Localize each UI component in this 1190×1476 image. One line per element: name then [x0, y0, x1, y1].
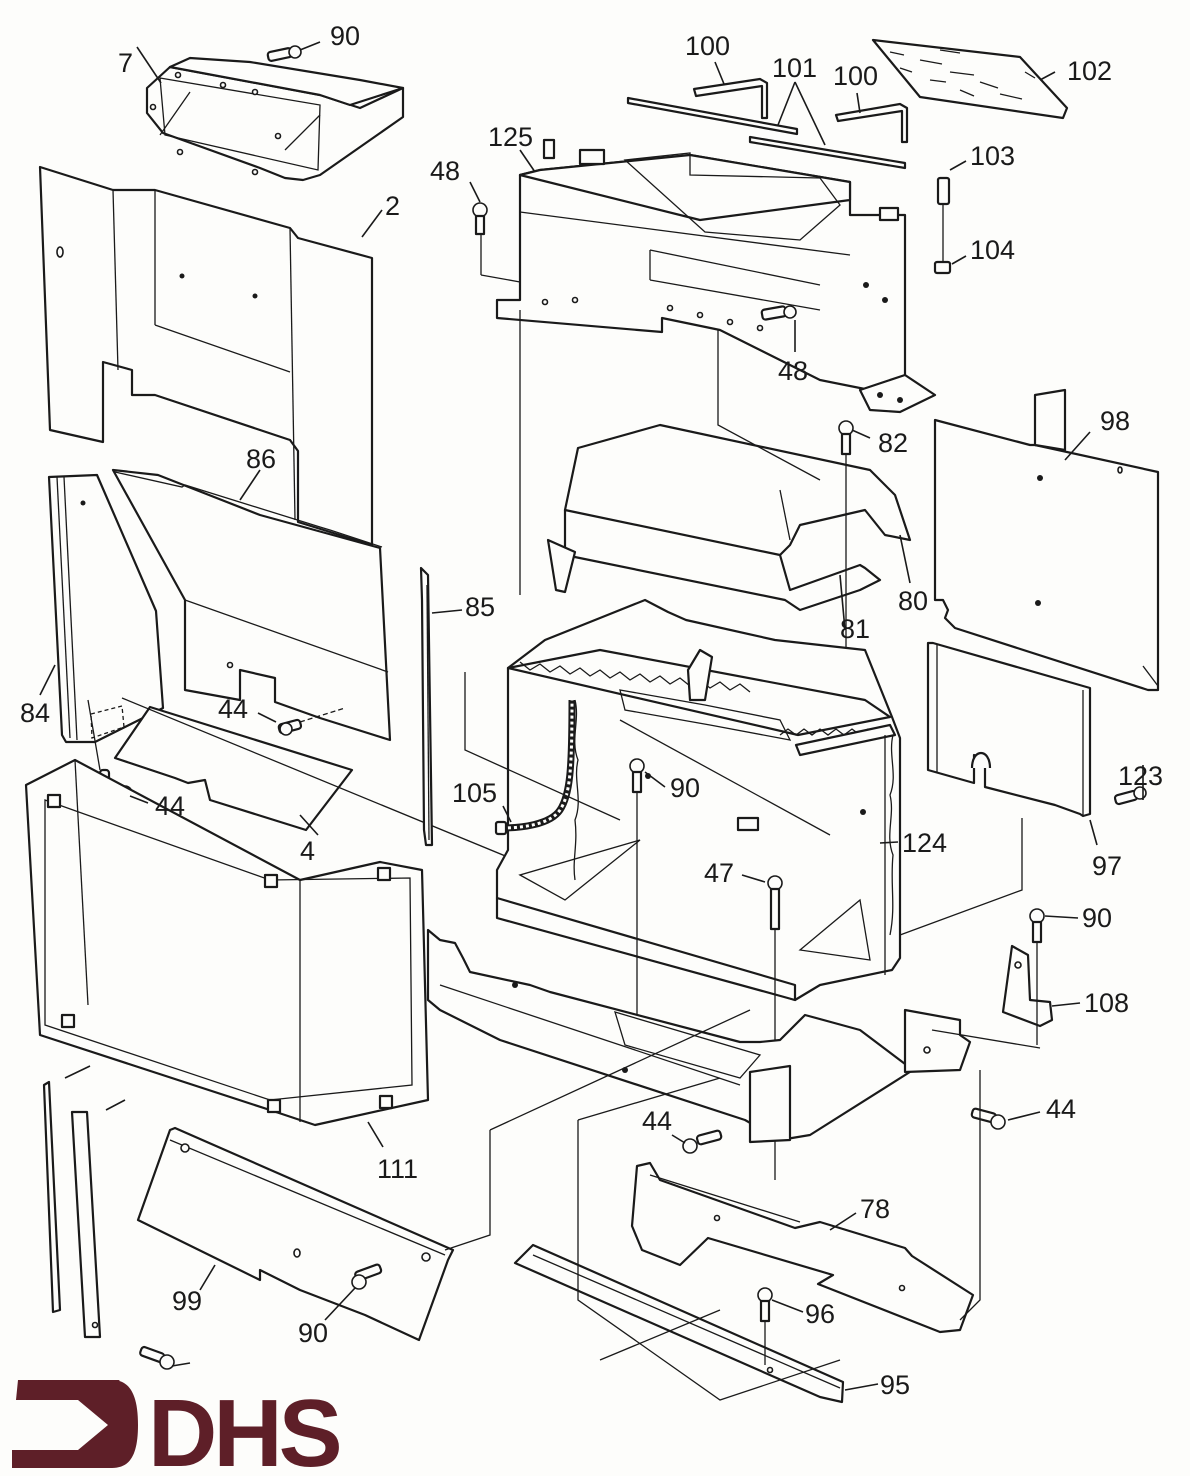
callout-105: 105 [452, 778, 497, 808]
part-left-inner-panel [111, 468, 392, 742]
callout-labels: 7 90 2 48 125 100 101 100 102 103 104 48… [20, 21, 1163, 1400]
part-right-panel [933, 388, 1160, 692]
part-left-side-panel [47, 473, 165, 744]
part-fibre-board [871, 38, 1069, 120]
part-front-frame [24, 758, 430, 1127]
callout-44: 44 [155, 791, 185, 821]
callout-102: 102 [1067, 56, 1112, 86]
assembly-guide-lines [444, 330, 1041, 1401]
screw-90-trim [351, 1263, 383, 1290]
screw-82 [838, 420, 854, 680]
callout-4: 4 [300, 836, 315, 866]
callout-2: 2 [385, 191, 400, 221]
callout-100: 100 [685, 31, 730, 61]
part-lower-trim [136, 1126, 455, 1342]
callout-104: 104 [970, 235, 1015, 265]
callout-95: 95 [880, 1370, 910, 1400]
callout-84: 84 [20, 698, 50, 728]
callout-80: 80 [898, 586, 928, 616]
callout-48: 48 [778, 356, 808, 386]
callout-125: 125 [488, 122, 533, 152]
callout-90: 90 [1082, 903, 1112, 933]
callout-99: 99 [172, 1286, 202, 1316]
callout-98: 98 [1100, 406, 1130, 436]
callout-108: 108 [1084, 988, 1129, 1018]
part-right-inner-panel [926, 641, 1092, 818]
callout-7: 7 [118, 48, 133, 78]
part-rear-panel [38, 165, 374, 547]
callout-124: 124 [902, 828, 947, 858]
part-burner-tray [630, 1161, 975, 1334]
part-side-strips [42, 1080, 175, 1370]
callout-97: 97 [1092, 851, 1122, 881]
callout-44: 44 [218, 694, 248, 724]
callout-111: 111 [377, 1154, 418, 1184]
screw-96 [757, 1287, 773, 1365]
dhs-logo: DHS [12, 1380, 344, 1476]
part-angle-strip [513, 1243, 845, 1404]
callout-100: 100 [833, 61, 878, 91]
callout-82: 82 [878, 428, 908, 458]
part-canopy [563, 423, 912, 612]
screw-44-base-right [970, 1107, 1006, 1130]
part-flue-hood [145, 56, 405, 182]
part-firebox [495, 538, 902, 1002]
screw-48-right [760, 305, 797, 321]
part-nut [933, 260, 952, 275]
callout-86: 86 [246, 444, 276, 474]
callout-123: 123 [1118, 761, 1163, 791]
callout-44: 44 [1046, 1094, 1076, 1124]
screw-44-inner [277, 707, 346, 736]
part-stud [936, 176, 951, 262]
callout-85: 85 [465, 592, 495, 622]
callout-78: 78 [860, 1194, 890, 1224]
callout-44: 44 [642, 1106, 672, 1136]
screw-90-bracket [1029, 908, 1045, 1045]
part-seal-strip [419, 566, 434, 847]
screw-90-hood [266, 45, 302, 62]
callout-47: 47 [704, 858, 734, 888]
screw-90-firebox [629, 758, 645, 1030]
callout-90: 90 [330, 21, 360, 51]
callout-48: 48 [430, 156, 460, 186]
leader-lines [39, 41, 1144, 1391]
logo-text: DHS [148, 1380, 340, 1476]
callout-81: 81 [840, 614, 870, 644]
screw-44-base-front [682, 1129, 723, 1154]
part-bracket [1001, 944, 1054, 1028]
part-rods [626, 77, 909, 170]
callout-103: 103 [970, 141, 1015, 171]
part-sensor-lead [494, 699, 576, 836]
callout-90: 90 [670, 773, 700, 803]
callout-96: 96 [805, 1299, 835, 1329]
callout-101: 101 [772, 53, 817, 83]
part-top-baffle [480, 138, 937, 595]
logo-arrow-icon [12, 1380, 138, 1468]
callout-90: 90 [298, 1318, 328, 1348]
screw-48-left [472, 202, 488, 236]
